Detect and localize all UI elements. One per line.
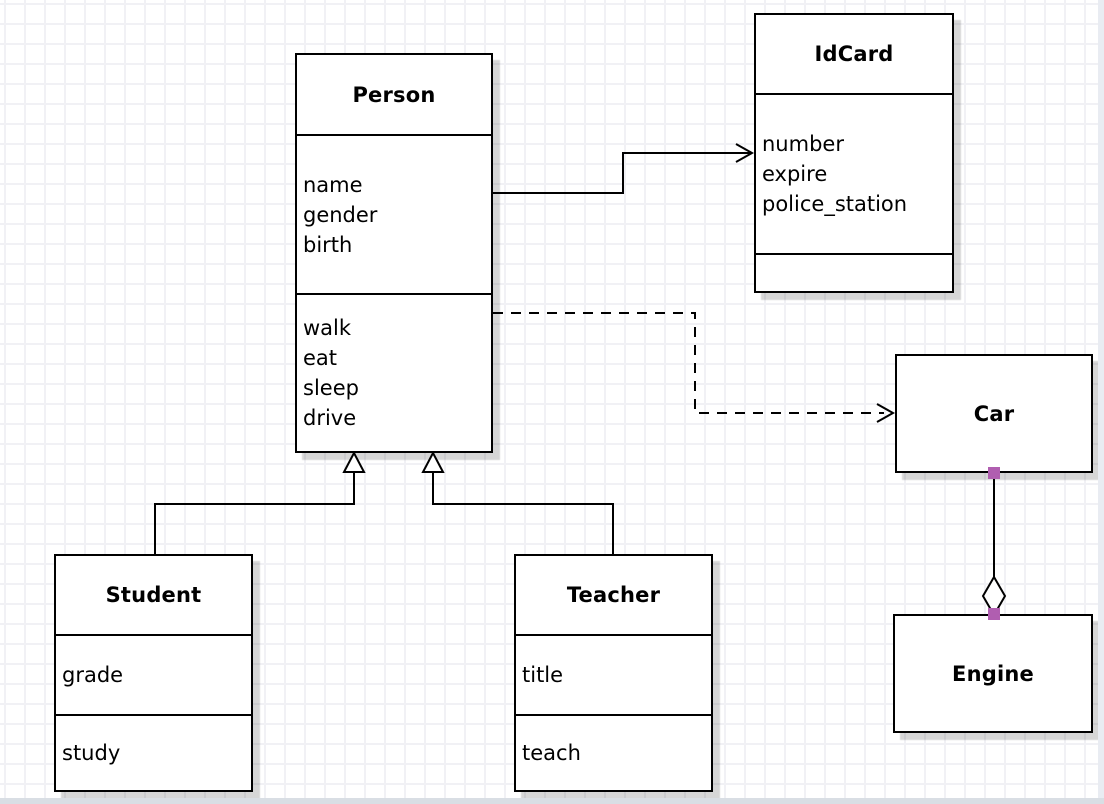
attribute-label: name	[303, 172, 363, 197]
hollow-triangle-arrowhead-icon	[421, 450, 445, 473]
link-endpoint-handle[interactable]	[988, 608, 1000, 620]
class-title: Student	[105, 583, 202, 607]
open-arrowhead-icon	[735, 143, 755, 163]
class-box-engine[interactable]: Engine	[893, 614, 1093, 733]
attribute-label: grade	[62, 663, 124, 687]
class-box-person[interactable]: Person name gender birth walk eat sleep …	[295, 53, 493, 453]
attribute-label: number	[762, 132, 844, 156]
methods-compartment: teach	[516, 714, 711, 790]
method-label: walk	[303, 316, 352, 340]
attributes-compartment: name gender birth	[297, 134, 491, 293]
association-person-idcard[interactable]	[493, 143, 755, 194]
aggregation-car-engine[interactable]	[981, 467, 1007, 620]
method-label: study	[62, 741, 121, 765]
methods-compartment: walk eat sleep drive	[297, 293, 491, 451]
canvas-right-edge	[1098, 0, 1104, 804]
attributes-compartment: title	[516, 634, 711, 714]
dashed-dependency-line[interactable]	[493, 312, 884, 414]
method-label: eat	[303, 346, 338, 370]
generalization-line[interactable]	[154, 472, 355, 554]
attribute-label: police_station	[762, 192, 908, 216]
class-box-teacher[interactable]: Teacher title teach	[514, 554, 713, 792]
hollow-triangle-arrowhead-icon	[342, 450, 366, 473]
class-box-car[interactable]: Car	[895, 354, 1093, 473]
generalization-student-person[interactable]	[154, 450, 366, 554]
class-box-idcard[interactable]: IdCard number expire police_station	[754, 13, 954, 293]
method-label: drive	[303, 406, 357, 430]
generalization-line[interactable]	[432, 472, 614, 554]
methods-compartment: study	[56, 714, 251, 790]
class-box-student[interactable]: Student grade study	[54, 554, 253, 792]
attribute-label: expire	[762, 162, 828, 186]
open-arrowhead-icon	[876, 403, 896, 423]
method-label: sleep	[303, 376, 359, 400]
dependency-person-car[interactable]	[493, 312, 896, 423]
class-title: Engine	[952, 661, 1034, 686]
class-title: IdCard	[814, 42, 894, 66]
canvas-bottom-edge	[0, 798, 1104, 804]
attributes-compartment: grade	[56, 634, 251, 714]
link-endpoint-handle[interactable]	[988, 467, 1000, 479]
method-label: teach	[522, 741, 581, 765]
attribute-label: title	[522, 663, 564, 687]
class-title: Car	[973, 401, 1015, 426]
class-title: Person	[352, 82, 436, 107]
association-line[interactable]	[493, 152, 750, 194]
methods-compartment-empty	[756, 253, 952, 291]
attributes-compartment: number expire police_station	[756, 93, 952, 253]
attribute-label: gender	[303, 202, 378, 227]
class-title: Teacher	[566, 583, 661, 607]
generalization-teacher-person[interactable]	[421, 450, 614, 554]
attribute-label: birth	[303, 232, 353, 257]
